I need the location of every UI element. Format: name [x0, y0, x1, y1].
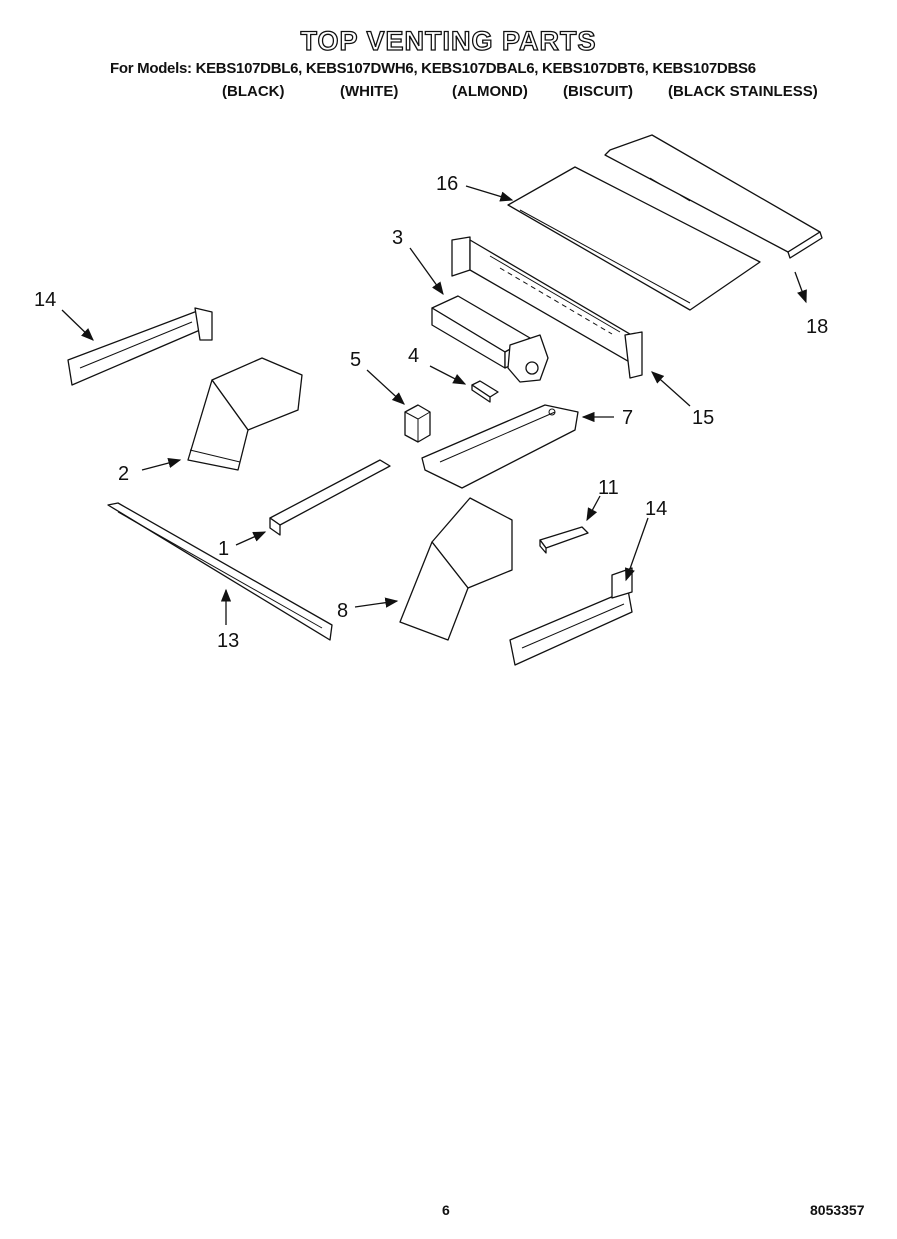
part-16-vent-panel — [507, 166, 761, 311]
part-14-left-bracket — [67, 307, 213, 386]
part-8-lower-duct — [399, 497, 513, 641]
part-7-mounting-plate — [421, 404, 579, 489]
part-11-terminal-block — [539, 526, 589, 554]
callout-14-right: 14 — [645, 498, 667, 520]
page-title: TOP VENTING PARTS — [300, 25, 597, 56]
callout-7: 7 — [622, 407, 633, 429]
part-15-perforated-bracket — [451, 236, 643, 379]
part-3-damper-motor — [431, 295, 549, 383]
page-number: 6 — [442, 1202, 450, 1218]
color-label-white: (WHITE) — [340, 83, 399, 100]
callout-11: 11 — [598, 477, 619, 499]
part-5-switch — [404, 404, 431, 443]
callout-4: 4 — [408, 345, 419, 367]
callout-15: 15 — [692, 407, 714, 429]
color-label-almond: (ALMOND) — [452, 83, 528, 100]
callout-3: 3 — [392, 227, 403, 249]
part-1-channel — [269, 459, 391, 536]
part-18-top-panel — [604, 134, 823, 259]
color-label-black: (BLACK) — [222, 83, 285, 100]
part-2-duct — [187, 357, 303, 471]
callout-2: 2 — [118, 463, 129, 485]
color-label-biscuit: (BISCUIT) — [563, 83, 633, 100]
models-line: For Models: KEBS107DBL6, KEBS107DWH6, KE… — [110, 60, 756, 77]
document-number: 8053357 — [810, 1202, 865, 1218]
callout-5: 5 — [350, 349, 361, 371]
part-4-clip — [471, 380, 499, 403]
callout-13: 13 — [217, 630, 239, 652]
leader-lines — [61, 185, 807, 625]
callout-1: 1 — [218, 538, 229, 560]
callout-14-left: 14 — [34, 289, 56, 311]
part-14-right-bracket — [509, 567, 633, 666]
callout-18: 18 — [806, 316, 828, 338]
color-label-black-stainless: (BLACK STAINLESS) — [668, 83, 818, 100]
part-13-trim-rail — [107, 502, 333, 641]
callout-16: 16 — [436, 173, 458, 195]
callout-8: 8 — [337, 600, 348, 622]
